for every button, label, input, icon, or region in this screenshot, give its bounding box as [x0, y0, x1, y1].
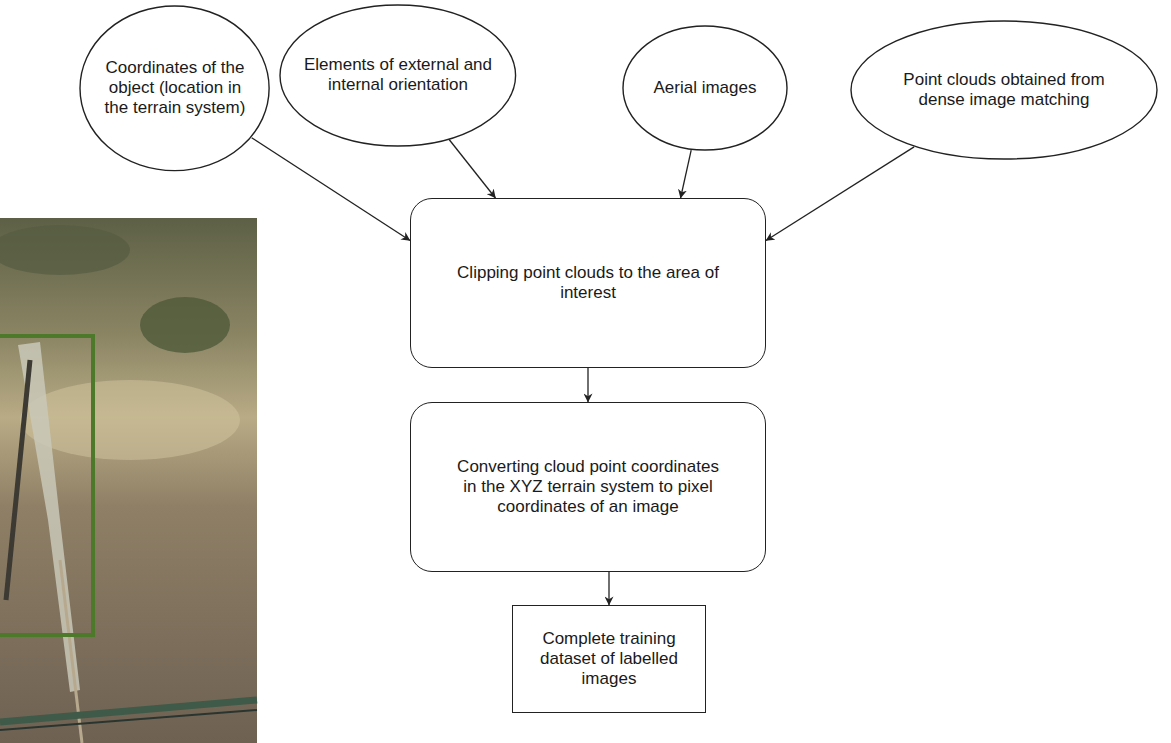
- label-box: [0, 336, 93, 635]
- flow-arrow: [608, 572, 609, 605]
- photo-grass: [0, 225, 130, 275]
- node-text: Point clouds obtained from dense image m…: [891, 70, 1117, 110]
- photo-shrub: [140, 297, 230, 353]
- output-box: Complete training dataset of labelled im…: [512, 605, 706, 713]
- flow-arrow: [766, 147, 914, 241]
- node-text: Coordinates of the object (location in t…: [100, 58, 250, 118]
- process-box: Converting cloud point coordinates in th…: [410, 402, 766, 572]
- node-text: Elements of external and internal orient…: [300, 55, 496, 95]
- photo-rail: [0, 700, 257, 722]
- flow-arrow: [587, 368, 588, 402]
- flow-arrow: [449, 140, 495, 198]
- input-ellipse: Aerial images: [622, 25, 788, 151]
- process-box: Clipping point clouds to the area of int…: [410, 198, 766, 368]
- photo-pole-shadow: [6, 360, 30, 600]
- node-text: Converting cloud point coordinates in th…: [457, 457, 719, 517]
- photo-ground: [0, 218, 257, 743]
- input-ellipse: Point clouds obtained from dense image m…: [850, 20, 1158, 160]
- input-ellipse: Coordinates of the object (location in t…: [79, 5, 270, 172]
- node-text: Complete training dataset of labelled im…: [519, 629, 699, 689]
- photo-rail-edge: [0, 710, 257, 730]
- input-ellipse: Elements of external and internal orient…: [279, 4, 517, 147]
- node-text: Clipping point clouds to the area of int…: [457, 263, 719, 303]
- photo-sand: [20, 380, 240, 460]
- flow-arrow: [252, 138, 410, 241]
- flow-arrow: [681, 150, 692, 198]
- node-text: Aerial images: [640, 78, 770, 98]
